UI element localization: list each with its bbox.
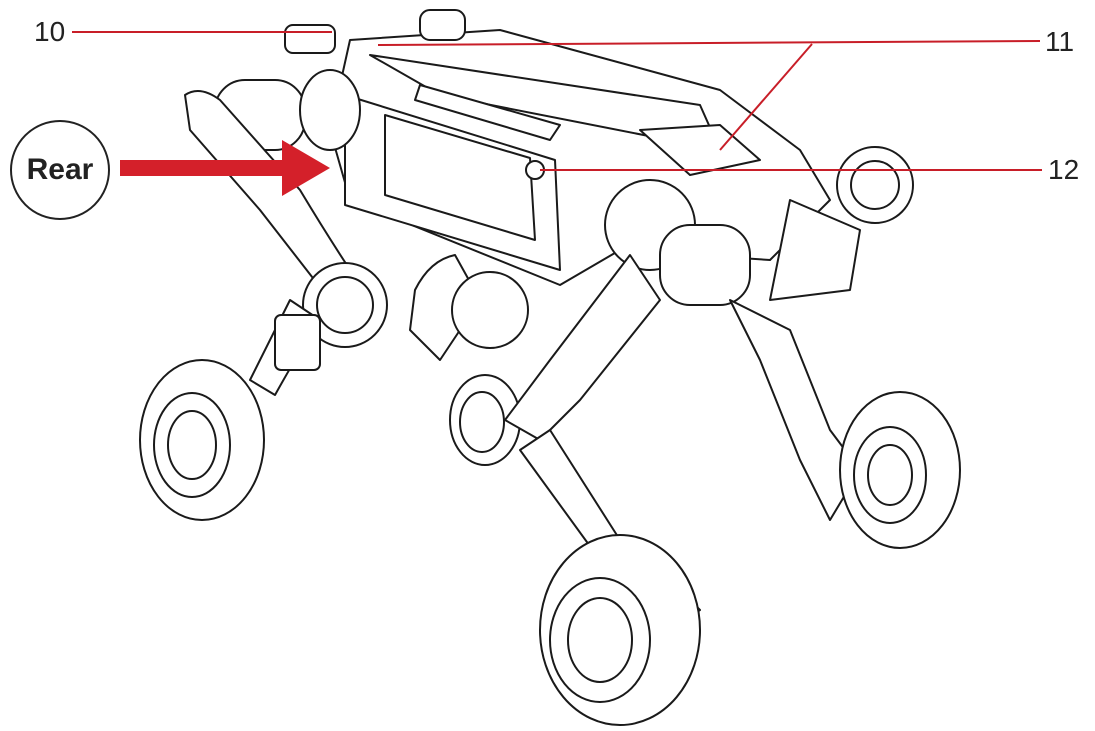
callout-label-11: 11 bbox=[1045, 26, 1075, 57]
callout-line-11b bbox=[719, 43, 813, 151]
front-left-leg bbox=[504, 179, 751, 726]
front-right-leg bbox=[729, 299, 961, 549]
robot-body bbox=[284, 9, 914, 301]
rear-label: Rear bbox=[10, 120, 110, 220]
robot-drawing bbox=[139, 9, 961, 726]
callout-label-10: 10 bbox=[34, 16, 66, 47]
callout-label-12: 12 bbox=[1048, 154, 1080, 185]
rear-left-leg bbox=[139, 79, 388, 521]
rear-right-leg bbox=[409, 254, 529, 466]
callout-lines bbox=[72, 31, 1042, 171]
callout-line-11a bbox=[377, 40, 1041, 46]
rear-arrow bbox=[120, 140, 330, 196]
